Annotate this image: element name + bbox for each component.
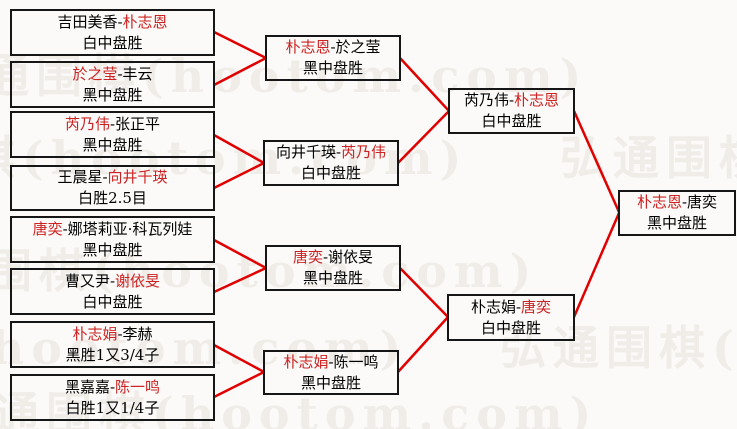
players-separator: - [322,248,329,266]
player-name: 朴志娟 [470,297,516,316]
match-result: 黑中盘胜 [302,59,363,77]
match-players: 唐奕-娜塔莉亚·科瓦列娃 [33,219,193,240]
player-name: 谢依旻 [115,271,161,290]
player-name: 朴志恩 [636,193,682,211]
player-name: 朴志娟 [283,352,329,371]
match-players: 唐奕-谢依旻 [293,247,373,268]
match-box-round1-1: 吉田美香-朴志恩 白中盘胜 [10,9,215,56]
player-name: 陈一鸣 [333,352,379,371]
match-result: 白中盘胜 [82,292,143,311]
match-result: 白中盘胜 [82,33,143,52]
match-result: 白中盘胜 [481,112,542,130]
player-name: 向井千瑛 [275,143,336,161]
player-name: 张正平 [115,114,161,133]
player-name: 芮乃伟 [463,91,509,109]
watermark-text: 弘通围棋(hootom.com) [560,131,737,185]
player-name: 朴志恩 [285,38,331,56]
match-box-semifinal-2: 朴志娟-唐奕 白中盘胜 [447,294,575,341]
player-name: 陈一鸣 [115,377,161,396]
players-separator: - [117,12,123,31]
match-result: 黑中盘胜 [82,240,143,259]
match-result: 白胜2.5目 [78,189,147,207]
match-result: 白中盘胜 [300,164,361,182]
players-separator: - [330,38,336,56]
match-box-round2-3: 唐奕-谢依旻 黑中盘胜 [265,245,401,291]
players-separator: - [117,64,123,83]
match-box-round1-3: 芮乃伟-张正平 黑中盘胜 [10,111,215,158]
match-players: 黑嘉嘉-陈一鸣 [65,377,160,398]
players-separator: - [515,297,522,316]
match-box-final: 朴志恩-唐奕 黑中盘胜 [618,190,736,236]
match-players: 朴志恩-唐奕 [637,192,717,213]
players-separator: - [681,193,688,211]
match-box-round1-7: 朴志娟-李赫 黑胜1又3/4子 [10,321,215,368]
player-name: 黑嘉嘉 [64,377,110,396]
player-name: 朴志娟 [72,324,118,343]
players-separator: - [328,352,334,371]
match-players: 於之莹-丰云 [72,64,152,85]
player-name: 朴志恩 [122,12,168,31]
match-box-round2-1: 朴志恩-於之莹 黑中盘胜 [265,35,401,81]
match-result: 黑中盘胜 [82,135,143,154]
player-name: 李赫 [122,324,153,343]
match-box-round2-4: 朴志娟-陈一鸣 黑中盘胜 [263,350,399,395]
match-result: 黑中盘胜 [82,85,143,104]
watermark-text: 弘通围棋(hootom.com) [0,49,589,103]
match-box-round1-2: 於之莹-丰云 黑中盘胜 [10,61,215,108]
player-name: 王晨星 [57,168,103,186]
match-players: 芮乃伟-张正平 [65,114,160,135]
match-players: 芮乃伟-朴志恩 [464,90,559,111]
players-separator: - [102,168,108,186]
match-players: 吉田美香-朴志恩 [57,12,167,33]
match-box-round1-4: 王晨星-向井千瑛 白胜2.5目 [10,165,215,211]
player-name: 唐奕 [32,219,63,238]
match-box-round1-8: 黑嘉嘉-陈一鸣 白胜1又1/4子 [10,374,215,421]
player-name: 於之莹 [72,64,118,83]
match-result: 黑胜1又3/4子 [65,345,160,364]
match-players: 向井千瑛-芮乃伟 [276,142,386,163]
player-name: 向井千瑛 [107,168,168,186]
players-separator: - [117,324,123,343]
player-name: 朴志恩 [514,91,560,109]
player-name: 曹又尹 [64,271,110,290]
match-result: 黑中盘胜 [300,373,361,392]
match-result: 黑中盘胜 [646,214,707,232]
match-result: 白胜1又1/4子 [65,398,160,417]
match-players: 朴志恩-於之莹 [285,37,380,58]
player-name: 唐奕 [687,193,718,211]
players-separator: - [335,143,342,161]
player-name: 唐奕 [292,248,323,266]
players-separator: - [109,114,116,133]
player-name: 娜塔莉亚·科瓦列娃 [67,219,193,238]
players-separator: - [62,219,68,238]
match-box-round1-5: 唐奕-娜塔莉亚·科瓦列娃 黑中盘胜 [10,216,215,263]
players-separator: - [109,271,116,290]
player-name: 芮乃伟 [64,114,110,133]
player-name: 丰云 [122,64,153,83]
players-separator: - [508,91,515,109]
player-name: 谢依旻 [328,248,374,266]
player-name: 唐奕 [521,297,552,316]
match-result: 黑中盘胜 [302,269,363,287]
match-players: 朴志娟-李赫 [72,324,152,345]
match-players: 朴志娟-陈一鸣 [283,352,378,373]
match-players: 王晨星-向井千瑛 [57,167,167,188]
match-result: 白中盘胜 [480,318,541,337]
match-box-semifinal-1: 芮乃伟-朴志恩 白中盘胜 [448,88,575,134]
match-box-round1-6: 曹又尹-谢依旻 白中盘胜 [10,268,215,315]
watermark-text: 弘通围棋(hootom.com) [500,321,737,375]
player-name: 於之莹 [335,38,381,56]
match-box-round2-2: 向井千瑛-芮乃伟 白中盘胜 [263,140,399,186]
match-players: 曹又尹-谢依旻 [65,271,160,292]
player-name: 吉田美香 [57,12,118,31]
match-players: 朴志娟-唐奕 [471,297,551,318]
player-name: 芮乃伟 [341,143,387,161]
players-separator: - [109,377,116,396]
